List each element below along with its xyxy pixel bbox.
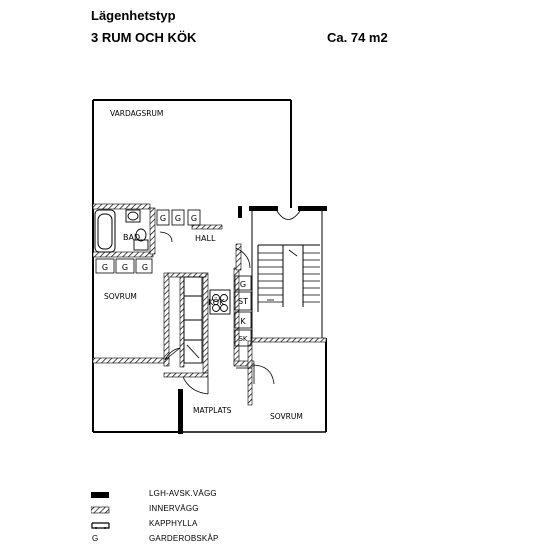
room-label-bad: BAD	[123, 233, 140, 242]
outer-walls	[92, 99, 327, 433]
legend-label: LGH-AVSK.VÄGG	[149, 489, 217, 498]
separating-walls	[178, 206, 327, 434]
room-label-vardagsrum: VARDAGSRUM	[110, 109, 163, 118]
room-label-sovrum: SOVRUM	[104, 292, 137, 301]
closet-g-icon: G	[92, 534, 99, 543]
apartment-area: Ca. 74 m2	[327, 30, 388, 45]
legend-item: KAPPHYLLA	[91, 519, 391, 533]
shelf-icon	[91, 522, 110, 529]
entrance-door	[276, 210, 301, 220]
stairwell	[251, 211, 323, 340]
page-title: Lägenhetstyp	[91, 8, 176, 23]
kitchen-counter	[183, 276, 231, 364]
legend-item: LGH-AVSK.VÄGG	[91, 489, 391, 503]
hall-closets	[156, 209, 201, 226]
inner-walls	[92, 203, 327, 406]
apartment-type: 3 RUM OCH KÖK	[91, 30, 197, 45]
bedroom-closets	[95, 258, 153, 274]
solid-wall-icon	[91, 492, 109, 498]
sink-cabinet-label: SK	[238, 335, 247, 343]
room-label-hall: HALL	[195, 234, 216, 243]
closet-label: G	[122, 263, 128, 272]
legend-item: G GARDEROBSKÅP	[91, 534, 391, 548]
room-label-sovrum: SOVRUM	[270, 412, 303, 421]
kitchen-appliances	[234, 275, 252, 347]
fridge-label: K	[240, 317, 246, 326]
room-label-matplats: MATPLATS	[193, 406, 232, 415]
legend-label: GARDEROBSKÅP	[149, 534, 219, 543]
closet-label: G	[160, 214, 166, 223]
stove-label: ST	[238, 297, 248, 306]
bathtub-icon	[94, 209, 116, 253]
door-swings	[159, 231, 275, 395]
closet-label: G	[142, 263, 148, 272]
closet-label: G	[240, 280, 246, 289]
closet-label: G	[102, 263, 108, 272]
closet-label: G	[175, 214, 181, 223]
legend-label: KAPPHYLLA	[149, 519, 198, 528]
room-label-kok: KÖK	[208, 297, 225, 307]
hatched-wall-icon	[91, 506, 110, 514]
bathroom-fixtures-icon	[125, 209, 149, 251]
legend-item: INNERVÄGG	[91, 504, 391, 518]
legend-label: INNERVÄGG	[149, 504, 199, 513]
closet-label: G	[191, 214, 197, 223]
